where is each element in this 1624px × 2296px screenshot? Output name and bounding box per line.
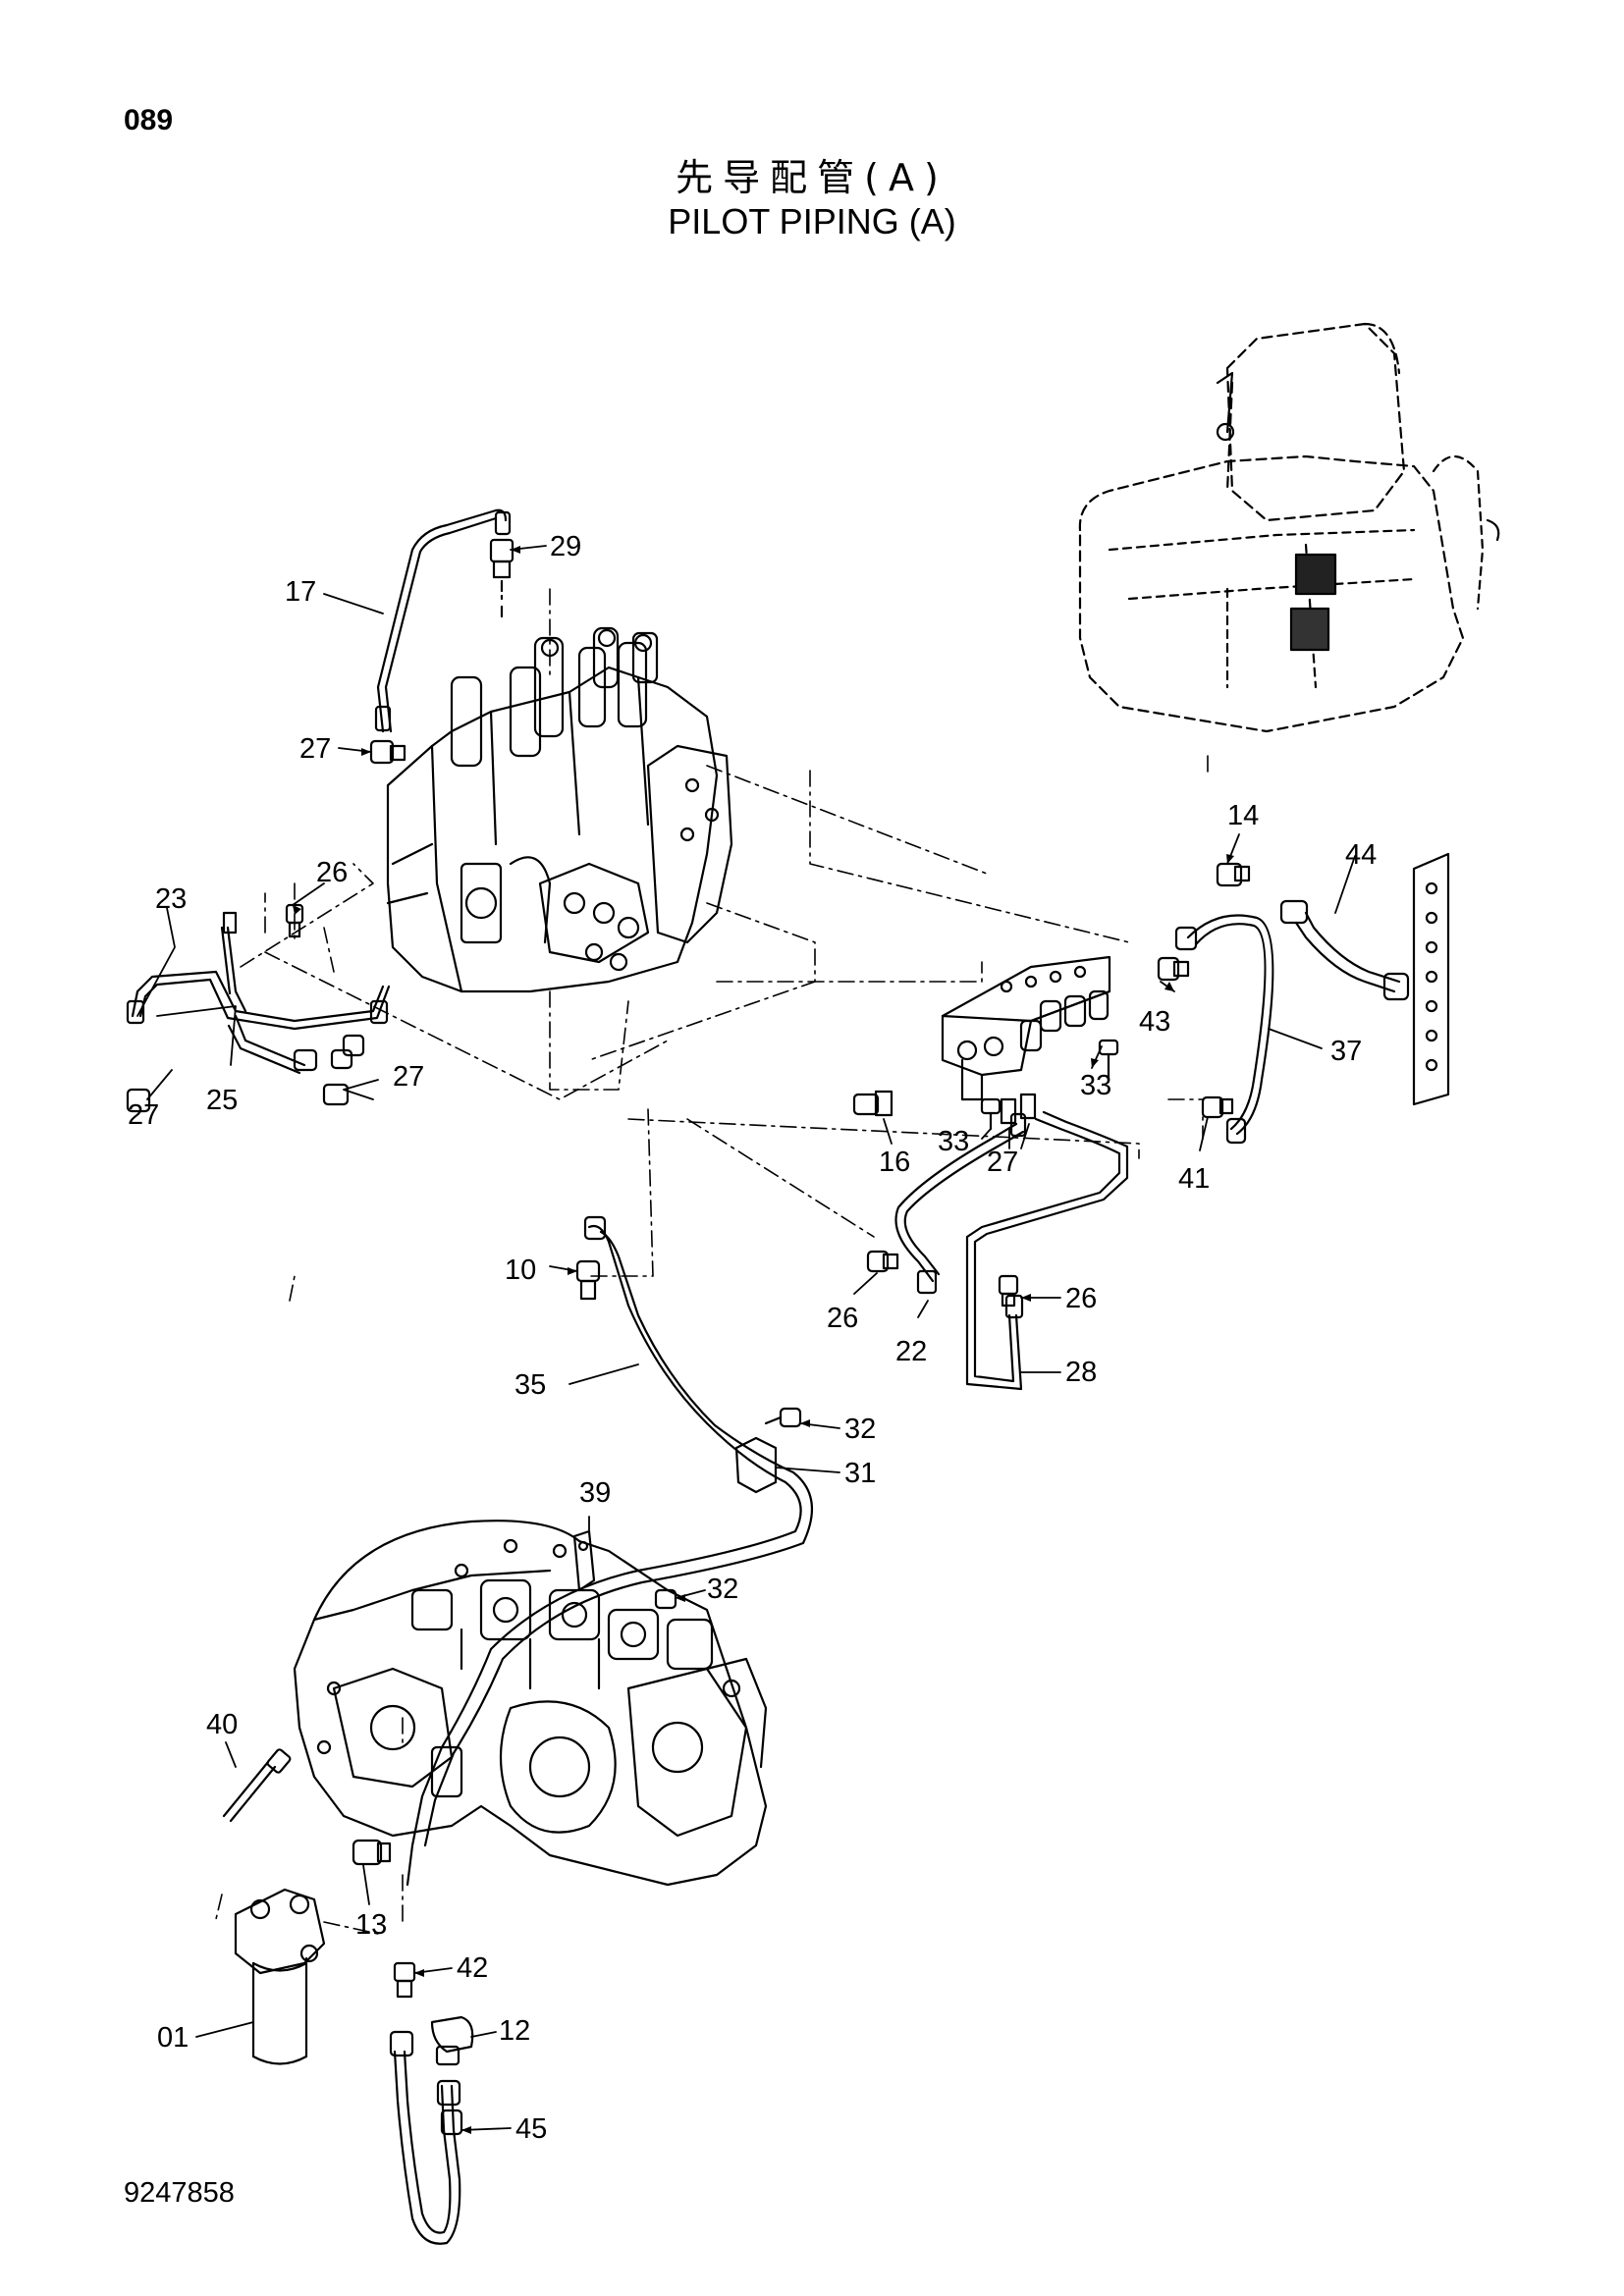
fitting-27-right [1000, 1093, 1037, 1125]
callout-26-left: 26 [316, 857, 348, 888]
callout-33-right: 33 [1080, 1070, 1111, 1101]
callout-22: 22 [895, 1336, 927, 1367]
callout-arrows [293, 546, 1234, 2134]
pipe-22 [894, 1112, 1027, 1295]
machine-overview-icon [1078, 322, 1500, 733]
callout-28: 28 [1065, 1357, 1097, 1388]
callout-16: 16 [879, 1147, 910, 1178]
fitting-27-mid [322, 1048, 353, 1106]
fitting-14 [1216, 862, 1251, 887]
hose-35 [406, 1215, 814, 1887]
callout-27-mid: 27 [393, 1061, 424, 1093]
callout-13: 13 [355, 1909, 387, 1941]
callout-31: 31 [844, 1458, 876, 1489]
fitting-42 [393, 1961, 416, 1999]
callout-44: 44 [1345, 839, 1377, 871]
callout-41: 41 [1178, 1163, 1210, 1195]
callout-26-right: 26 [1065, 1283, 1097, 1314]
bolt-33-right [1098, 1039, 1119, 1082]
callout-27-top: 27 [299, 733, 331, 765]
callout-17: 17 [285, 576, 316, 608]
drawing-number: 9247858 [124, 2177, 235, 2209]
hose-45 [389, 2030, 463, 2245]
fitting-27-top [369, 739, 406, 765]
callout-35: 35 [514, 1369, 546, 1401]
fitting-13 [352, 1839, 392, 1866]
bolt-32-top [764, 1407, 802, 1428]
fitting-12 [430, 2015, 474, 2066]
callout-26-center: 26 [827, 1303, 858, 1334]
callout-45: 45 [515, 2113, 547, 2145]
callout-leaders [136, 545, 1356, 2131]
pilot-filter-01 [234, 1888, 326, 2065]
hydraulic-pump [293, 1520, 768, 1887]
fitting-27-left [126, 1088, 151, 1113]
bolt-32-lower [654, 1588, 677, 1610]
callout-29: 29 [550, 531, 581, 562]
callout-12: 12 [499, 2015, 530, 2047]
callout-23: 23 [155, 883, 187, 915]
page-number: 089 [124, 104, 174, 136]
callout-10: 10 [505, 1255, 536, 1286]
hose-44 [1279, 899, 1410, 1001]
callout-37: 37 [1330, 1036, 1362, 1067]
callout-32-lower: 32 [707, 1574, 738, 1605]
fitting-43 [1157, 956, 1190, 982]
pilot-manifold [941, 955, 1111, 1101]
fitting-29 [489, 538, 514, 579]
fitting-26-left [285, 903, 304, 938]
control-valve [386, 626, 733, 993]
callout-39: 39 [579, 1477, 611, 1509]
bolt-33-left [980, 1097, 1001, 1131]
clamp-31 [734, 1436, 778, 1494]
fitting-10 [575, 1259, 601, 1301]
bracket-plate [1412, 852, 1450, 1106]
callout-43: 43 [1139, 1006, 1170, 1038]
title-english: PILOT PIPING (A) [668, 201, 956, 241]
hose-37 [1174, 914, 1274, 1145]
callout-32-top: 32 [844, 1414, 876, 1445]
fitting-16 [852, 1090, 893, 1117]
callout-33-left: 33 [938, 1126, 969, 1157]
callout-42: 42 [457, 1952, 488, 1984]
callout-labels: 29 17 27 26 23 25 27 27 14 44 43 37 33 3… [128, 531, 1377, 2145]
fitting-26-center [866, 1250, 899, 1273]
callout-14: 14 [1227, 800, 1259, 831]
callout-40: 40 [206, 1709, 238, 1740]
fitting-41 [1201, 1095, 1234, 1119]
callout-01: 01 [157, 2022, 189, 2054]
title-chinese: 先导配管(A) [676, 156, 948, 199]
callout-27-right: 27 [987, 1147, 1018, 1178]
pipe-17 [374, 508, 512, 733]
callout-25: 25 [206, 1085, 238, 1116]
pipe-23-25 [126, 911, 391, 1075]
fitting-26-right [998, 1274, 1019, 1308]
bolt-40 [222, 1748, 292, 1823]
callout-27-left: 27 [128, 1099, 159, 1131]
